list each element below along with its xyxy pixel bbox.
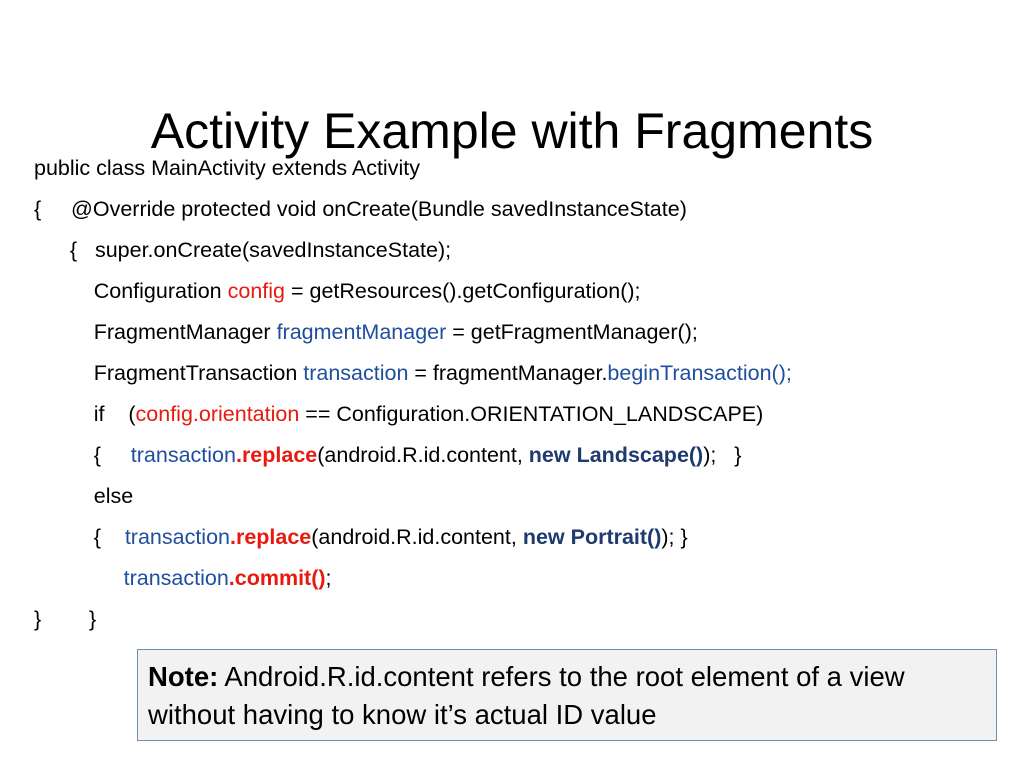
code-line: public class MainActivity extends Activi… (34, 156, 420, 180)
code-text: Configuration (34, 279, 228, 303)
code-method: .replace (229, 525, 312, 549)
code-line: if (config.orientation == Configuration.… (34, 394, 994, 435)
code-text: ); } (661, 525, 688, 549)
code-variable: fragmentManager (276, 320, 447, 344)
code-text: FragmentTransaction (34, 361, 304, 385)
code-variable: transaction (124, 525, 230, 549)
code-variable: transaction (130, 443, 236, 467)
code-block: public class MainActivity extends Activi… (34, 148, 994, 640)
code-line: FragmentManager fragmentManager = getFra… (34, 312, 994, 353)
code-method: beginTransaction(); (607, 361, 792, 385)
slide-title: Activity Example with Fragments (150, 102, 874, 159)
code-text: == Configuration.ORIENTATION_LANDSCAPE) (299, 402, 764, 426)
code-method: .replace (235, 443, 318, 467)
code-text: FragmentManager (34, 320, 277, 344)
code-text (34, 566, 124, 590)
note-box: Note: Android.R.id.content refers to the… (137, 649, 997, 741)
code-constructor: new Portrait() (522, 525, 662, 549)
code-text: { (34, 525, 125, 549)
code-line: transaction.commit(); (34, 558, 994, 599)
code-variable: config.orientation (135, 402, 300, 426)
code-text: (android.R.id.content, (317, 443, 529, 467)
code-text: { (34, 443, 131, 467)
code-line: { transaction.replace(android.R.id.conte… (34, 517, 994, 558)
code-line: { transaction.replace(android.R.id.conte… (34, 435, 994, 476)
code-text: ); } (703, 443, 742, 467)
code-text: = getResources().getConfiguration(); (284, 279, 641, 303)
code-text: ; (325, 566, 332, 590)
code-constructor: new Landscape() (528, 443, 704, 467)
code-line: else (34, 484, 134, 508)
code-line: { super.onCreate(savedInstanceState); (34, 238, 452, 262)
code-text: = getFragmentManager(); (446, 320, 698, 344)
code-variable: transaction (123, 566, 229, 590)
code-line: { @Override protected void onCreate(Bund… (34, 197, 687, 221)
code-line: } } (34, 607, 97, 631)
code-line: FragmentTransaction transaction = fragme… (34, 353, 994, 394)
note-label: Note: (148, 661, 219, 692)
code-variable: config (227, 279, 285, 303)
code-text: (android.R.id.content, (311, 525, 523, 549)
code-method: .commit() (228, 566, 326, 590)
code-text: = fragmentManager. (408, 361, 608, 385)
code-line: Configuration config = getResources().ge… (34, 271, 994, 312)
note-text: Android.R.id.content refers to the root … (148, 661, 905, 730)
code-variable: transaction (303, 361, 409, 385)
code-text: if ( (34, 402, 136, 426)
